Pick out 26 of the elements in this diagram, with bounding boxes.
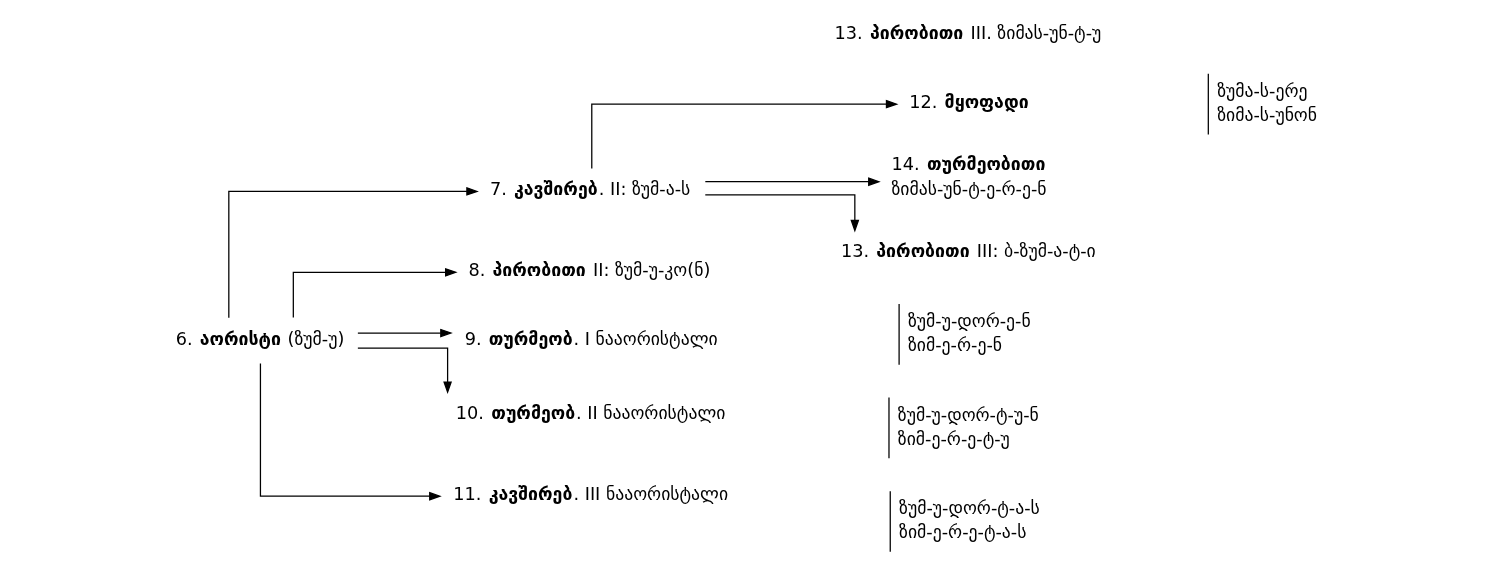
node-text: 14. თურმეობითი ზიმას-უნ-ტ-ე-რ-ე-ნ: [891, 154, 1047, 200]
node-label: ზუმ-უ-დორ-ე-ნ: [907, 310, 1031, 331]
arrow: [292, 267, 458, 319]
node-label: ზიმა-ს-უნონ: [1217, 104, 1318, 125]
node-label: ზუმ-უ-დორ-ტ-უ-ნ: [897, 404, 1039, 425]
arrow: [228, 187, 479, 319]
node-label: ზიმ-ე-რ-ე-ტ-უ: [897, 428, 1010, 449]
node-text: 10. თურმეობ. II ნააორისტალი: [455, 403, 726, 424]
node-label: ზუმ-უ-დორ-ტ-ა-ს: [899, 498, 1040, 519]
arrow: [704, 177, 881, 187]
node-text: 9. თურმეობ. I ნააორისტალი: [464, 328, 718, 349]
arrow: [357, 328, 453, 338]
node-text: 11. კავშირებ. III ნააორისტალი: [453, 484, 729, 505]
node-label: ზუმა-ს-ერე: [1217, 80, 1308, 101]
label: 13. პირობითი III. ზიმას-უნ-ტ-უ: [834, 23, 1102, 44]
node-text: 7. კავშირებ. II: ზუმ-ა-ს: [489, 179, 691, 200]
node-text: 6. აორისტი (ზუმ-უ): [175, 328, 345, 349]
node-text: 12. მყოფადი: [909, 92, 1029, 113]
arrow: [704, 194, 860, 233]
node-text: 13. პირობითი III: ბ-ზუმ-ა-ტ-ი: [840, 241, 1096, 262]
node-label: ზიმ-ე-რ-ე-ტ-ა-ს: [899, 522, 1027, 543]
arrow: [259, 362, 442, 501]
arrow: [591, 99, 899, 170]
arrow: [357, 347, 453, 395]
node-text: 8. პირობითი II: ზუმ-უ-კო(ნ): [468, 260, 711, 281]
node-label: ზიმ-ე-რ-ე-ნ: [907, 335, 1003, 356]
